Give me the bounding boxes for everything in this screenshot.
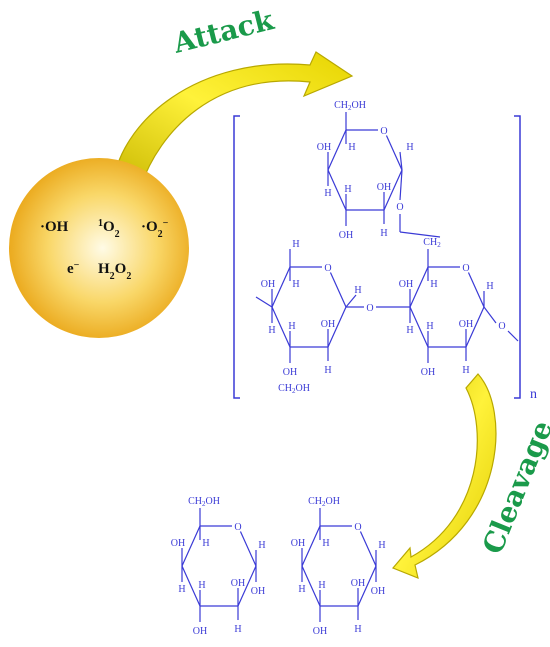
repeat-unit-label: n: [530, 387, 537, 402]
glycosidic-bond: [483, 306, 497, 324]
electron: e−: [67, 260, 80, 278]
hydrogen: H: [406, 325, 413, 336]
hydrogen: H: [202, 538, 209, 549]
ch2oh-label: CH2OH: [334, 100, 366, 112]
ring-bond: [465, 306, 485, 348]
hydrogen: H: [178, 584, 185, 595]
chain-bond: [507, 330, 519, 342]
hydrogen: H: [298, 584, 305, 595]
ring-bond: [301, 565, 321, 607]
hydrogen: H: [380, 228, 387, 239]
hydroxyl-radical: ·OH: [40, 219, 69, 235]
cleavage-arrow: [392, 373, 497, 579]
ch2-label: CH2: [423, 237, 441, 249]
glycosidic-bond: [399, 231, 441, 238]
ring-bond: [327, 169, 347, 211]
hydroxyl: OH: [339, 230, 353, 241]
hydroxyl: OH: [261, 279, 275, 290]
ring-oxygen: O: [324, 263, 331, 274]
hydrogen: H: [288, 321, 295, 332]
hydroxyl: OH: [321, 319, 335, 330]
hydrogen: H: [198, 580, 205, 591]
hydroxyl: OH: [231, 578, 245, 589]
ring-bond: [467, 272, 485, 308]
attack-label: Attack: [169, 3, 277, 60]
hydrogen-peroxide: H2O2: [98, 261, 131, 282]
hydroxyl: OH: [313, 626, 327, 637]
ring-bond: [329, 272, 347, 308]
substituent-bond: [399, 151, 403, 171]
hydroxyl: OH: [291, 538, 305, 549]
hydroxyl: OH: [399, 279, 413, 290]
left-bracket: [233, 115, 240, 399]
hydroxyl: OH: [283, 367, 297, 378]
hydroxyl: OH: [371, 586, 385, 597]
photocatalyst-sphere: [9, 158, 189, 338]
ring-bond: [301, 525, 321, 567]
hydrogen: H: [406, 142, 413, 153]
hydrogen: H: [318, 580, 325, 591]
hydrogen: H: [258, 540, 265, 551]
hydrogen: H: [486, 281, 493, 292]
hydrogen: H: [426, 321, 433, 332]
ring-bond: [385, 135, 403, 171]
substituent-bond: [345, 294, 357, 308]
ring-oxygen: O: [234, 522, 241, 533]
glycosidic-bond: [399, 169, 403, 201]
hydroxyl: OH: [317, 142, 331, 153]
ring-bond: [271, 266, 291, 308]
hydroxyl: OH: [421, 367, 435, 378]
hydroxyl: OH: [193, 626, 207, 637]
glycosidic-oxygen: O: [498, 321, 505, 332]
hydrogen: H: [354, 285, 361, 296]
hydrogen: H: [344, 184, 351, 195]
ring-bond: [357, 565, 377, 607]
glycosidic-oxygen: O: [396, 202, 403, 213]
hydroxyl: OH: [351, 578, 365, 589]
attack-arrow: [111, 51, 354, 191]
ch2oh-label: CH2OH: [278, 383, 310, 395]
hydrogen: H: [324, 188, 331, 199]
hydroxyl: OH: [459, 319, 473, 330]
glycosidic-oxygen: O: [366, 303, 373, 314]
hydrogen: H: [268, 325, 275, 336]
ring-bond: [181, 565, 201, 607]
ring-bond: [359, 531, 377, 567]
ring-bond: [383, 169, 403, 211]
ring-bond: [327, 306, 347, 348]
ring-bond: [409, 306, 429, 348]
singlet-oxygen: 1O2: [98, 218, 120, 240]
ring-oxygen: O: [462, 263, 469, 274]
ring-bond: [271, 306, 291, 348]
hydrogen: H: [348, 142, 355, 153]
ring-oxygen: O: [380, 126, 387, 137]
ch2oh-label: CH2OH: [188, 496, 220, 508]
ring-bond: [409, 266, 429, 308]
hydrogen: H: [292, 239, 299, 250]
ring-bond: [237, 565, 257, 607]
ch2oh-label: CH2OH: [308, 496, 340, 508]
ring-bond: [239, 531, 257, 567]
hydroxyl: OH: [171, 538, 185, 549]
superoxide-radical: ·O2−: [141, 218, 169, 240]
hydrogen: H: [322, 538, 329, 549]
hydrogen: H: [292, 279, 299, 290]
ring-bond: [327, 129, 347, 171]
hydroxyl: OH: [251, 586, 265, 597]
hydrogen: H: [430, 279, 437, 290]
ring-bond: [181, 525, 201, 567]
hydrogen: H: [462, 365, 469, 376]
right-bracket: [514, 115, 521, 399]
chain-bond: [255, 296, 273, 308]
hydrogen: H: [354, 624, 361, 635]
hydrogen: H: [378, 540, 385, 551]
hydrogen: H: [234, 624, 241, 635]
hydroxyl: OH: [377, 182, 391, 193]
ring-oxygen: O: [354, 522, 361, 533]
hydrogen: H: [324, 365, 331, 376]
